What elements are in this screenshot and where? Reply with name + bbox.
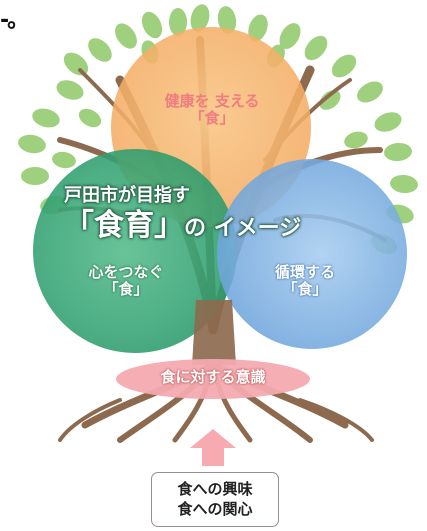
leaf — [88, 38, 112, 62]
center-title: 戸田市が目指す 「食育」の イメージ — [64, 185, 302, 243]
leaf — [21, 167, 49, 185]
leaf — [141, 11, 163, 39]
blue-line1: 循環する — [274, 263, 335, 281]
top-fragment: -。 — [0, 8, 29, 33]
orange-line2: 「食」 — [189, 109, 235, 128]
up-arrow — [190, 429, 236, 466]
base-line1: 食への興味 — [177, 480, 253, 498]
leaf — [217, 6, 237, 34]
roots-label: 食に対する意識 — [160, 368, 266, 386]
leaf — [374, 112, 402, 132]
leaf — [279, 23, 301, 49]
leaf — [78, 108, 102, 128]
roots-ellipse — [116, 359, 310, 399]
green-circle-label: 心をつなぐ 「食」 — [66, 263, 186, 299]
base-line2: 食への関心 — [177, 499, 253, 518]
leaf — [248, 14, 268, 42]
trunk — [192, 300, 236, 365]
leaf — [390, 174, 418, 194]
leaf — [52, 151, 76, 169]
orange-line1: 健康を 支える — [164, 92, 260, 110]
center-title-line1: 戸田市が目指す — [64, 185, 190, 206]
orange-circle-label: 健康を 支える 「食」 — [140, 92, 284, 128]
leaf — [56, 80, 84, 100]
leaf — [304, 35, 328, 61]
blue-line2: 「食」 — [282, 280, 328, 299]
leaf — [32, 108, 60, 128]
green-line2: 「食」 — [103, 280, 149, 299]
leaf — [169, 8, 187, 36]
center-title-rest: の イメージ — [184, 215, 302, 241]
base-box: 食への興味 食への関心 — [151, 472, 279, 527]
leaf — [357, 81, 383, 103]
leaf — [190, 4, 210, 32]
blue-circle-label: 循環する 「食」 — [250, 263, 360, 299]
leaf — [331, 54, 357, 78]
green-line1: 心をつなぐ — [88, 263, 164, 281]
leaf — [319, 90, 341, 110]
leaf — [384, 142, 412, 162]
green-circle — [33, 149, 237, 353]
center-title-main: 「食育」 — [64, 207, 184, 243]
leaf — [115, 23, 137, 49]
leaf — [344, 131, 368, 149]
blue-circle — [217, 159, 407, 349]
leaf — [18, 134, 46, 154]
